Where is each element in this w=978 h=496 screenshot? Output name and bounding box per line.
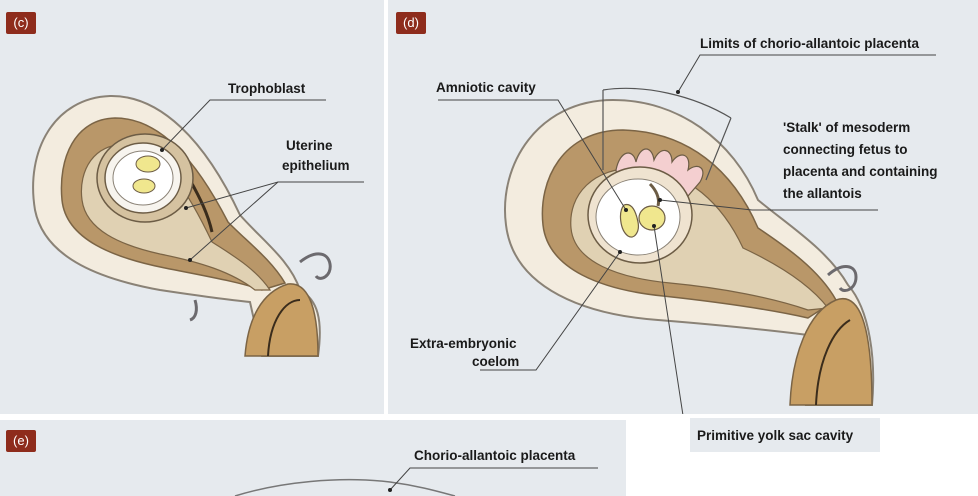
label-extra-1: Extra-embryonic: [410, 336, 517, 351]
label-uterine-1: Uterine: [286, 138, 333, 153]
panel-e: (e) Chorio-allantoic placenta: [0, 420, 626, 496]
label-stalk-1: 'Stalk' of mesoderm: [783, 120, 910, 135]
placenta-arc-e: [235, 480, 455, 496]
label-chorio: Chorio-allantoic placenta: [414, 448, 576, 463]
label-limits: Limits of chorio-allantoic placenta: [700, 36, 920, 51]
amnion-c: [136, 156, 160, 172]
label-stalk-4: the allantois: [783, 186, 862, 201]
uterus-diagram-d: Limits of chorio-allantoic placenta Amni…: [388, 0, 978, 414]
panel-c: (c) Trophoblast Uterine epithelium: [0, 0, 384, 414]
yolk-c: [133, 179, 155, 193]
extra-embryonic-coelom: [596, 179, 680, 255]
label-trophoblast: Trophoblast: [228, 81, 306, 96]
uterus-diagram-e: Chorio-allantoic placenta: [0, 420, 626, 496]
label-stalk-3: placenta and containing: [783, 164, 938, 179]
label-uterine-2: epithelium: [282, 158, 350, 173]
label-extra-2: coelom: [472, 354, 519, 369]
tube-hook-c: [300, 254, 330, 278]
yolk-sac-d: [639, 206, 665, 230]
tube-hook-c2: [190, 300, 196, 320]
uterus-diagram-c: Trophoblast Uterine epithelium: [0, 0, 384, 414]
leader-chorio: [390, 468, 598, 490]
label-amniotic: Amniotic cavity: [436, 80, 536, 95]
leader-limits: [678, 55, 936, 92]
label-yolk: Primitive yolk sac cavity: [697, 428, 854, 443]
label-stalk-2: connecting fetus to: [783, 142, 908, 157]
panel-d: (d) Limits of chorio-al: [388, 0, 978, 414]
